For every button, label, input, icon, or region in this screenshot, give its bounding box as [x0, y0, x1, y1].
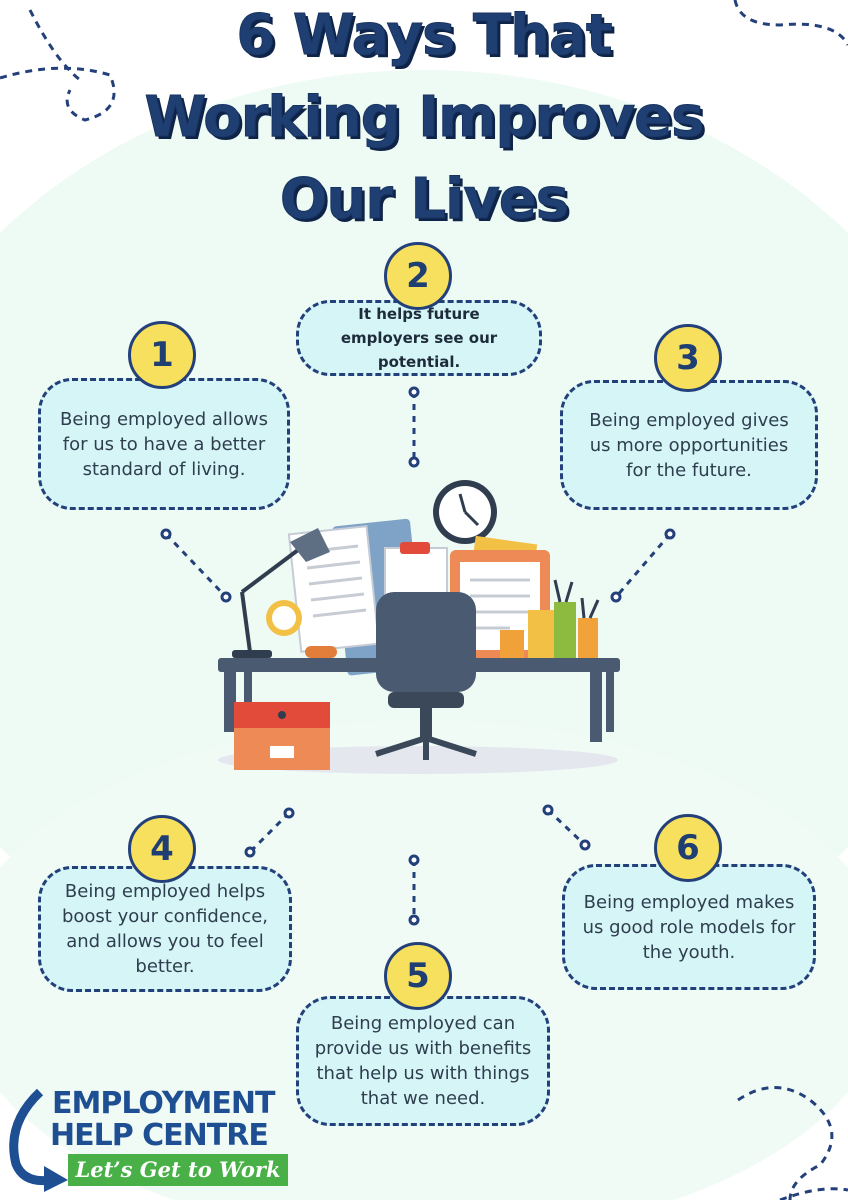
way-5-bubble: Being employed can provide us with benef…	[296, 996, 550, 1126]
logo-tagline: Let’s Get to Work	[68, 1154, 288, 1186]
way-4-number-badge: 4	[128, 815, 196, 883]
office-chair-icon	[375, 592, 477, 760]
way-1-bubble: Being employed allows for us to have a b…	[38, 378, 290, 510]
page-title-line-2: Working Improves	[144, 85, 705, 150]
way-2-number-badge: 2	[384, 242, 452, 310]
way-3-number-badge: 3	[654, 324, 722, 392]
office-desk-illustration	[218, 480, 620, 774]
logo-line-1: EMPLOYMENT	[52, 1086, 275, 1121]
desk-lamp-icon	[232, 528, 330, 658]
way-1-number-badge: 1	[128, 321, 196, 389]
way-6-bubble: Being employed makes us good role models…	[562, 864, 816, 990]
wall-clock-icon	[433, 480, 497, 544]
page-title-line-1: 6 Ways That	[236, 3, 613, 68]
way-2-bubble: It helps future employers see our potent…	[296, 300, 542, 376]
way-3-bubble: Being employed gives us more opportuniti…	[560, 380, 818, 510]
way-4-bubble: Being employed helps boost your confiden…	[38, 866, 292, 992]
way-6-number-badge: 6	[654, 814, 722, 882]
logo-line-2: HELP CENTRE	[50, 1118, 269, 1153]
logo-arrow-icon	[9, 1088, 68, 1192]
employment-help-centre-logo: EMPLOYMENT HELP CENTRE Let’s Get to Work	[0, 1084, 300, 1194]
page-title-line-3: Our Lives	[279, 167, 569, 232]
way-5-number-badge: 5	[384, 942, 452, 1010]
